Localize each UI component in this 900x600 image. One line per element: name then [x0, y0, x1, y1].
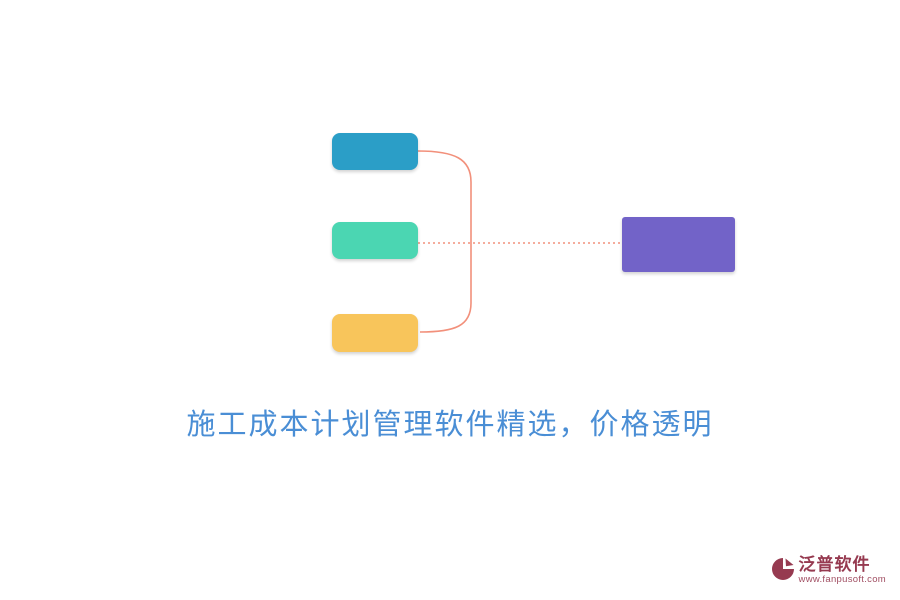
brand-url: www.fanpusoft.com: [798, 574, 886, 586]
connector-bracket: [417, 150, 472, 333]
mindmap-node-blue: [332, 133, 418, 170]
brand-watermark: 泛普软件 www.fanpusoft.com: [771, 554, 886, 586]
brand-text-block: 泛普软件 www.fanpusoft.com: [798, 554, 886, 586]
brand-name: 泛普软件: [798, 554, 871, 575]
mindmap-node-teal: [332, 222, 418, 259]
mindmap-node-purple: [622, 217, 735, 272]
mindmap-node-yellow: [332, 314, 418, 352]
brand-pie-icon: [771, 557, 794, 580]
page-title: 施工成本计划管理软件精选，价格透明: [186, 407, 714, 441]
